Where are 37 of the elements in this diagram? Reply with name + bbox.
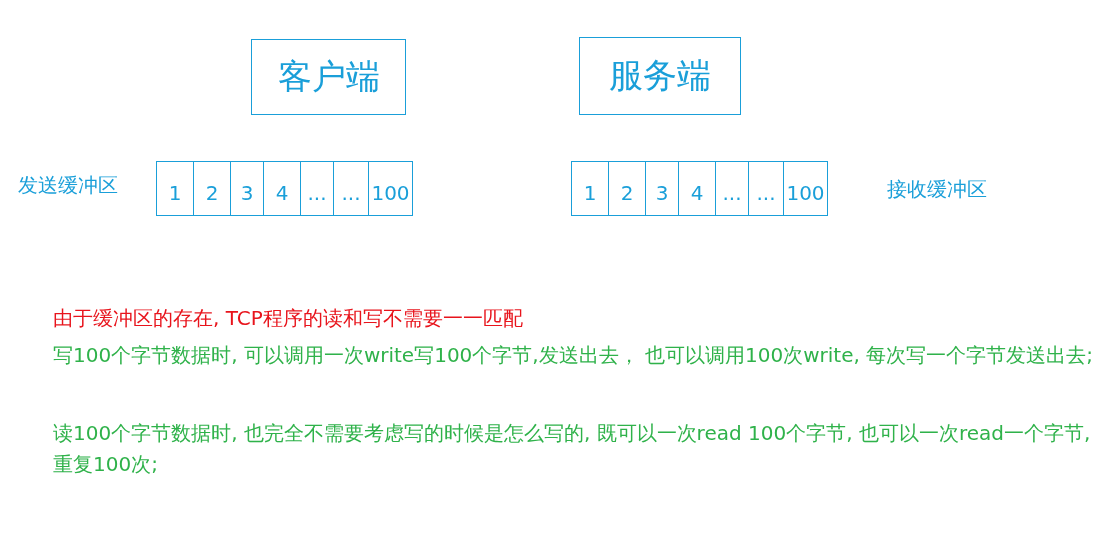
buffer-slot [645, 161, 679, 216]
slot-label: 3 [655, 180, 669, 205]
note-heading: 由于缓冲区的存在, TCP程序的读和写不需要一一匹配 [53, 305, 524, 332]
buffer-slot [263, 161, 301, 216]
slot-label: 4 [690, 180, 704, 205]
slot-label: 100 [371, 180, 410, 205]
buffer-slot [608, 161, 646, 216]
buffer-caption: 接收缓冲区 [887, 176, 987, 203]
slot-label: 100 [786, 180, 825, 205]
note-paragraph: 写100个字节数据时, 可以调用一次write写100个字节,发送出去， 也可以调用100次write, 每次写一个字节发送出去; [53, 342, 1093, 369]
slot-label: ... [307, 180, 327, 205]
endpoint-label: 服务端 [609, 54, 711, 97]
buffer-slot [368, 161, 413, 216]
buffer-slot [748, 161, 784, 216]
buffer-slot [783, 161, 828, 216]
buffer-slot [156, 161, 194, 216]
endpoint-box [579, 37, 741, 115]
note-paragraph: 读100个字节数据时, 也完全不需要考虑写的时候是怎么写的, 既可以一次read 100个字节, 也可以一次read一个字节, 重复100次; [53, 420, 1092, 478]
slot-label: ... [722, 180, 742, 205]
buffer-slot [230, 161, 264, 216]
buffer-slot [571, 161, 609, 216]
slot-label: 4 [275, 180, 289, 205]
buffer-caption: 发送缓冲区 [18, 172, 118, 199]
slot-label: ... [756, 180, 776, 205]
buffer-slot [333, 161, 369, 216]
buffer-slot [678, 161, 716, 216]
endpoint-label: 客户端 [277, 55, 380, 98]
slot-label: 1 [168, 180, 182, 205]
slot-label: 3 [240, 180, 254, 205]
endpoint-box [251, 39, 406, 115]
slot-label: 1 [583, 180, 597, 205]
buffer-slot [715, 161, 749, 216]
slot-label: ... [341, 180, 361, 205]
buffer-slot [193, 161, 231, 216]
slot-label: 2 [205, 180, 219, 205]
slot-label: 2 [620, 180, 634, 205]
buffer-slot [300, 161, 334, 216]
